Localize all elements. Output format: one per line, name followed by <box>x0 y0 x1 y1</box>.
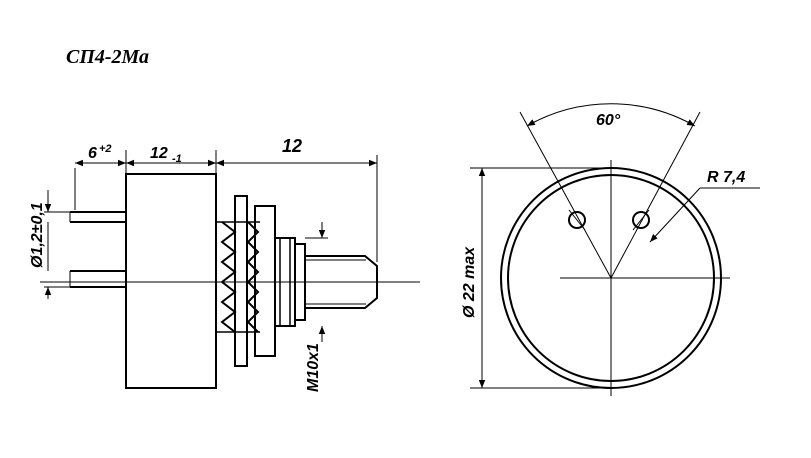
mount-assembly <box>216 195 276 367</box>
dim-body-length: 12 <box>150 145 168 162</box>
terminal-hole-left <box>568 211 586 229</box>
component-title: СП4-2Ма <box>66 46 150 68</box>
body-rect <box>125 173 217 389</box>
dim-shaft-offset: 6 <box>88 145 97 162</box>
front-view: 60° R 7,4 Ø 22 max <box>461 103 760 396</box>
shaft <box>304 255 378 309</box>
dim-angle: 60° <box>596 112 621 129</box>
terminal-hole-right <box>632 211 650 229</box>
dim-diameter: Ø 22 max <box>461 246 478 318</box>
pins <box>69 211 126 288</box>
dim-shaft-offset-tol: +2 <box>99 143 112 155</box>
dim-pin-diameter: Ø1,2±0,1 <box>29 202 46 268</box>
dim-thread: M10x1 <box>305 343 322 392</box>
dim-shaft-length: 12 <box>282 136 302 156</box>
side-view: 6 +2 12 -1 12 Ø1,2±0,1 M10x1 <box>29 136 420 392</box>
dim-radius: R 7,4 <box>707 169 745 186</box>
dim-body-length-tol: -1 <box>172 153 182 165</box>
